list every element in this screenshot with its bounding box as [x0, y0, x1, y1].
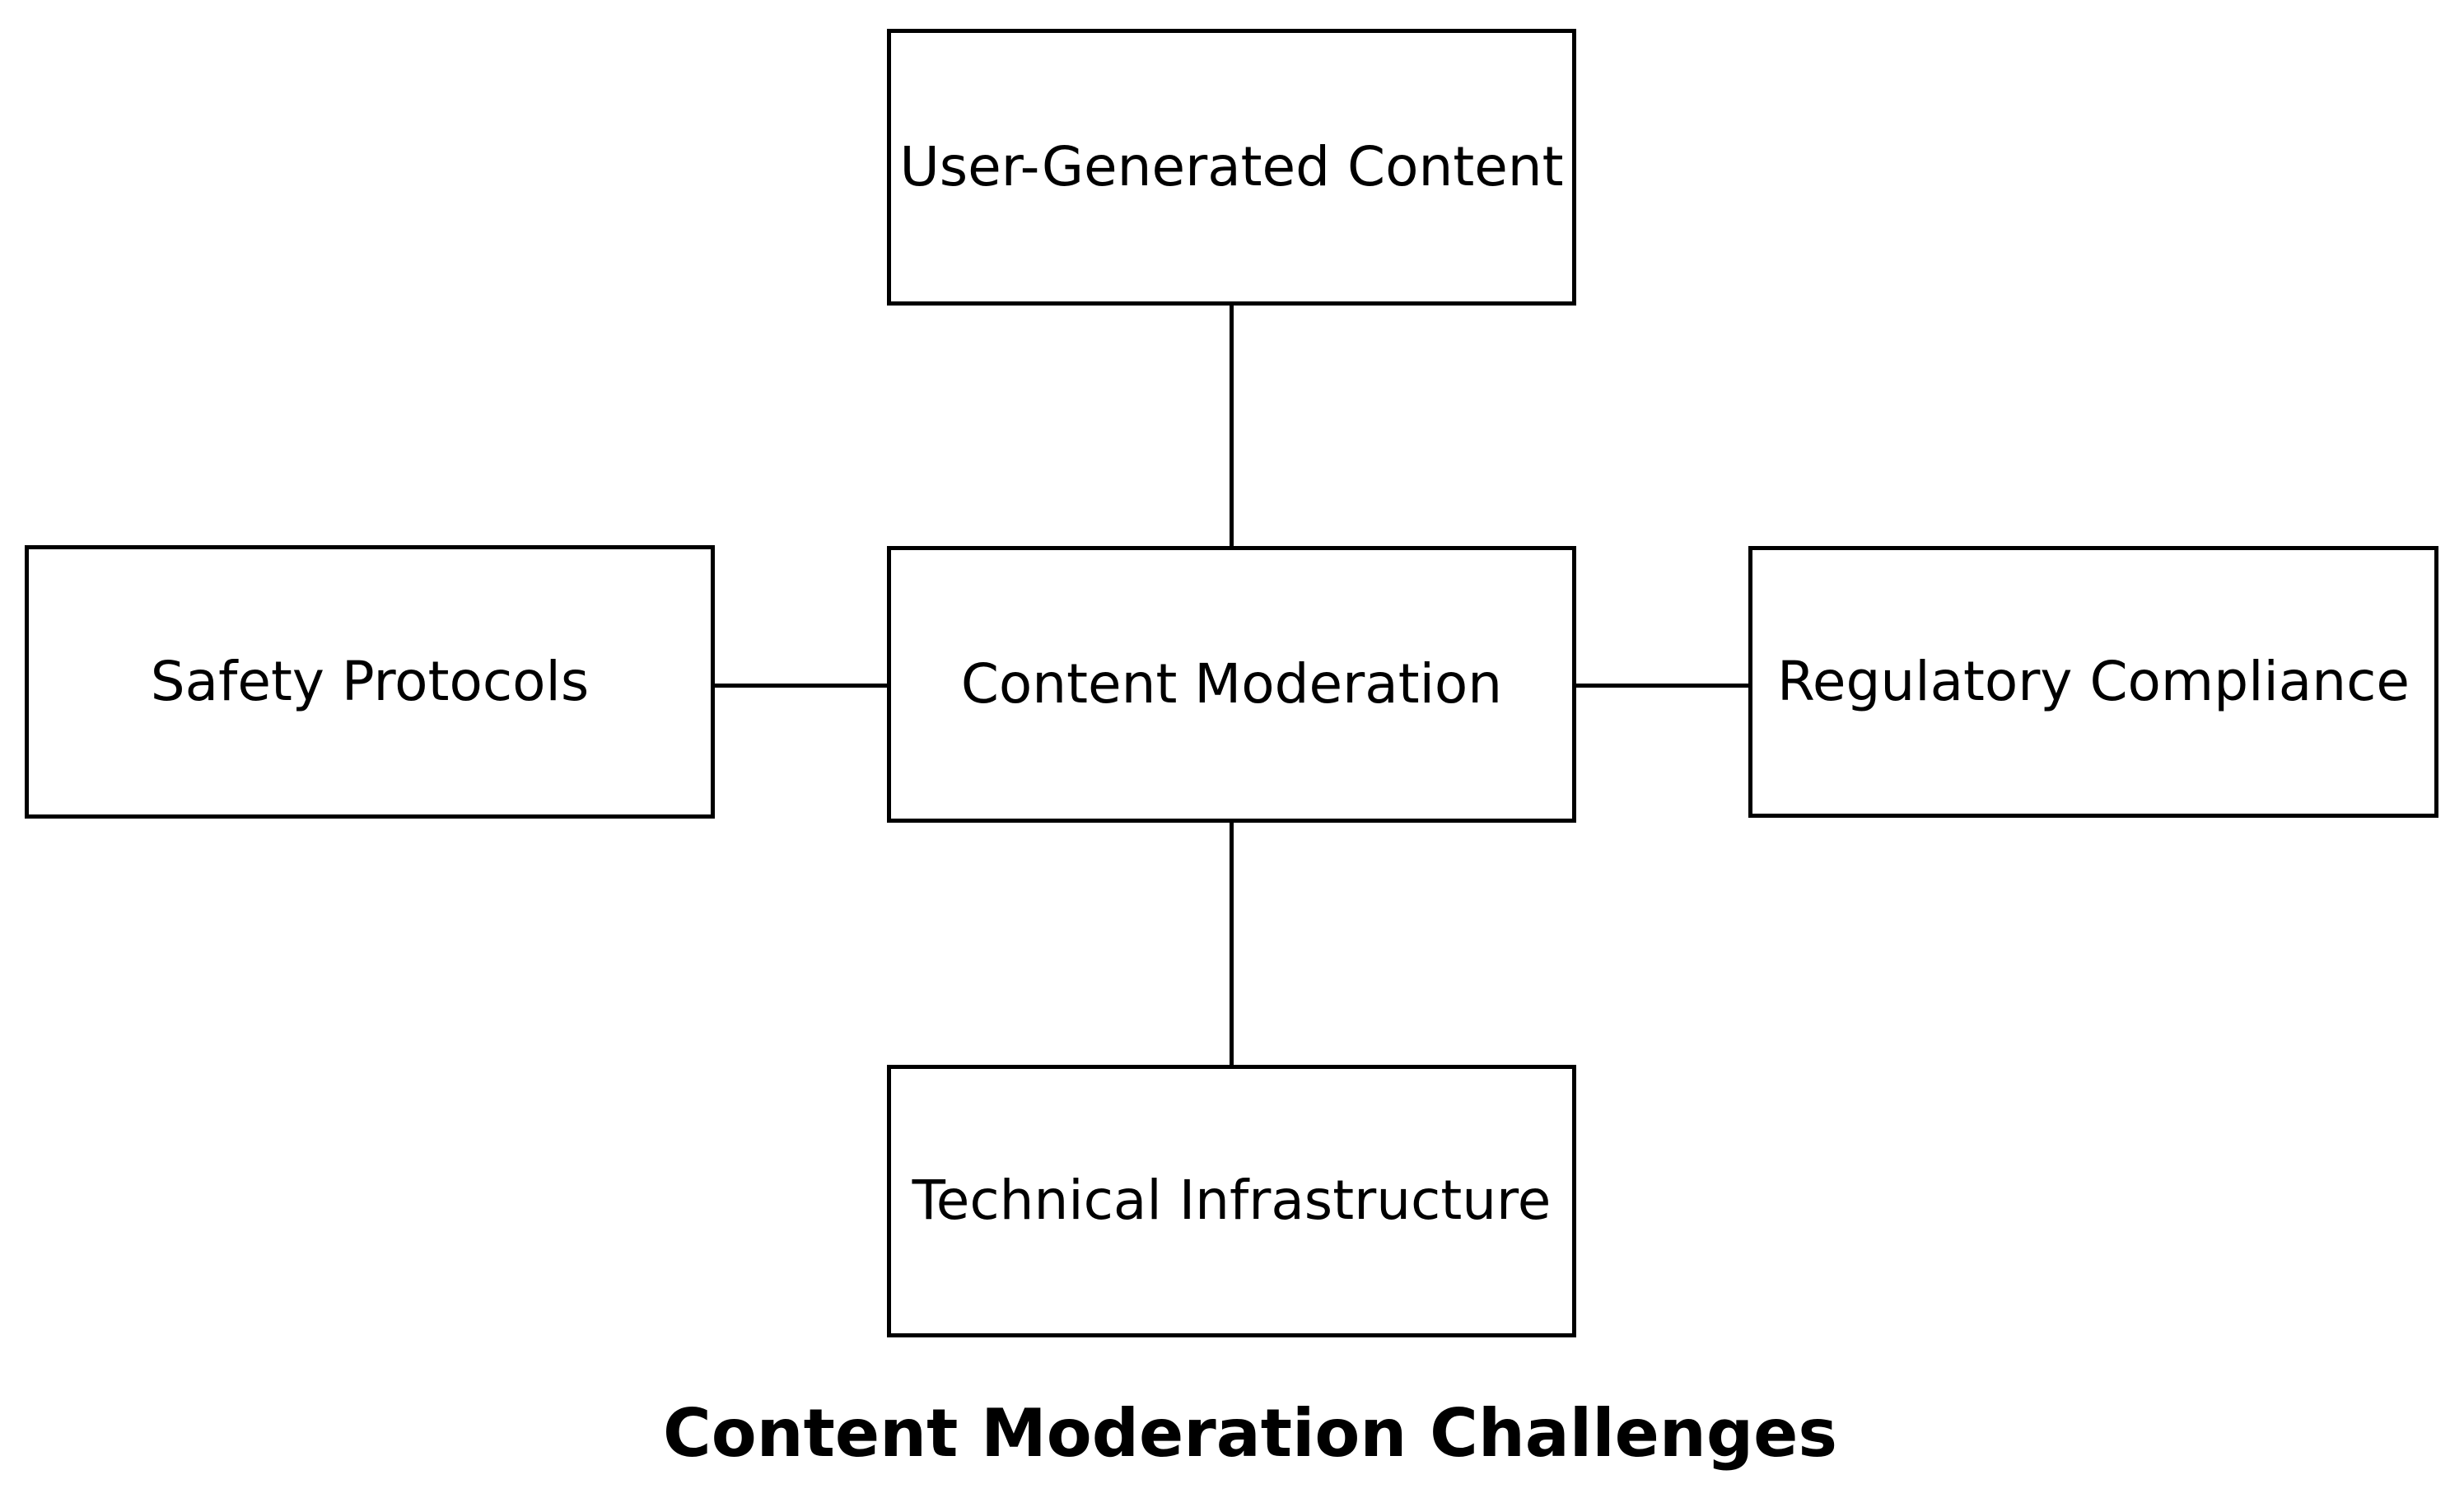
node-label-user-generated-content: User-Generated Content — [899, 134, 1564, 198]
edge-safety-to-center — [713, 684, 889, 688]
node-user-generated-content: User-Generated Content — [887, 29, 1576, 306]
node-label-content-moderation: Content Moderation — [960, 651, 1503, 716]
edge-regulatory-to-center — [1575, 684, 1750, 688]
node-label-technical-infrastructure: Technical Infrastructure — [912, 1169, 1552, 1233]
node-label-regulatory-compliance: Regulatory Compliance — [1777, 649, 2410, 713]
node-safety-protocols: Safety Protocols — [25, 545, 715, 819]
node-regulatory-compliance: Regulatory Compliance — [1748, 546, 2438, 818]
node-technical-infrastructure: Technical Infrastructure — [887, 1065, 1576, 1337]
edge-infrastructure-to-center — [1230, 821, 1234, 1066]
diagram-title: Content Moderation Challenges — [663, 1395, 1837, 1472]
node-content-moderation: Content Moderation — [887, 546, 1576, 823]
edge-ugc-to-center — [1230, 304, 1234, 548]
node-label-safety-protocols: Safety Protocols — [150, 649, 590, 713]
